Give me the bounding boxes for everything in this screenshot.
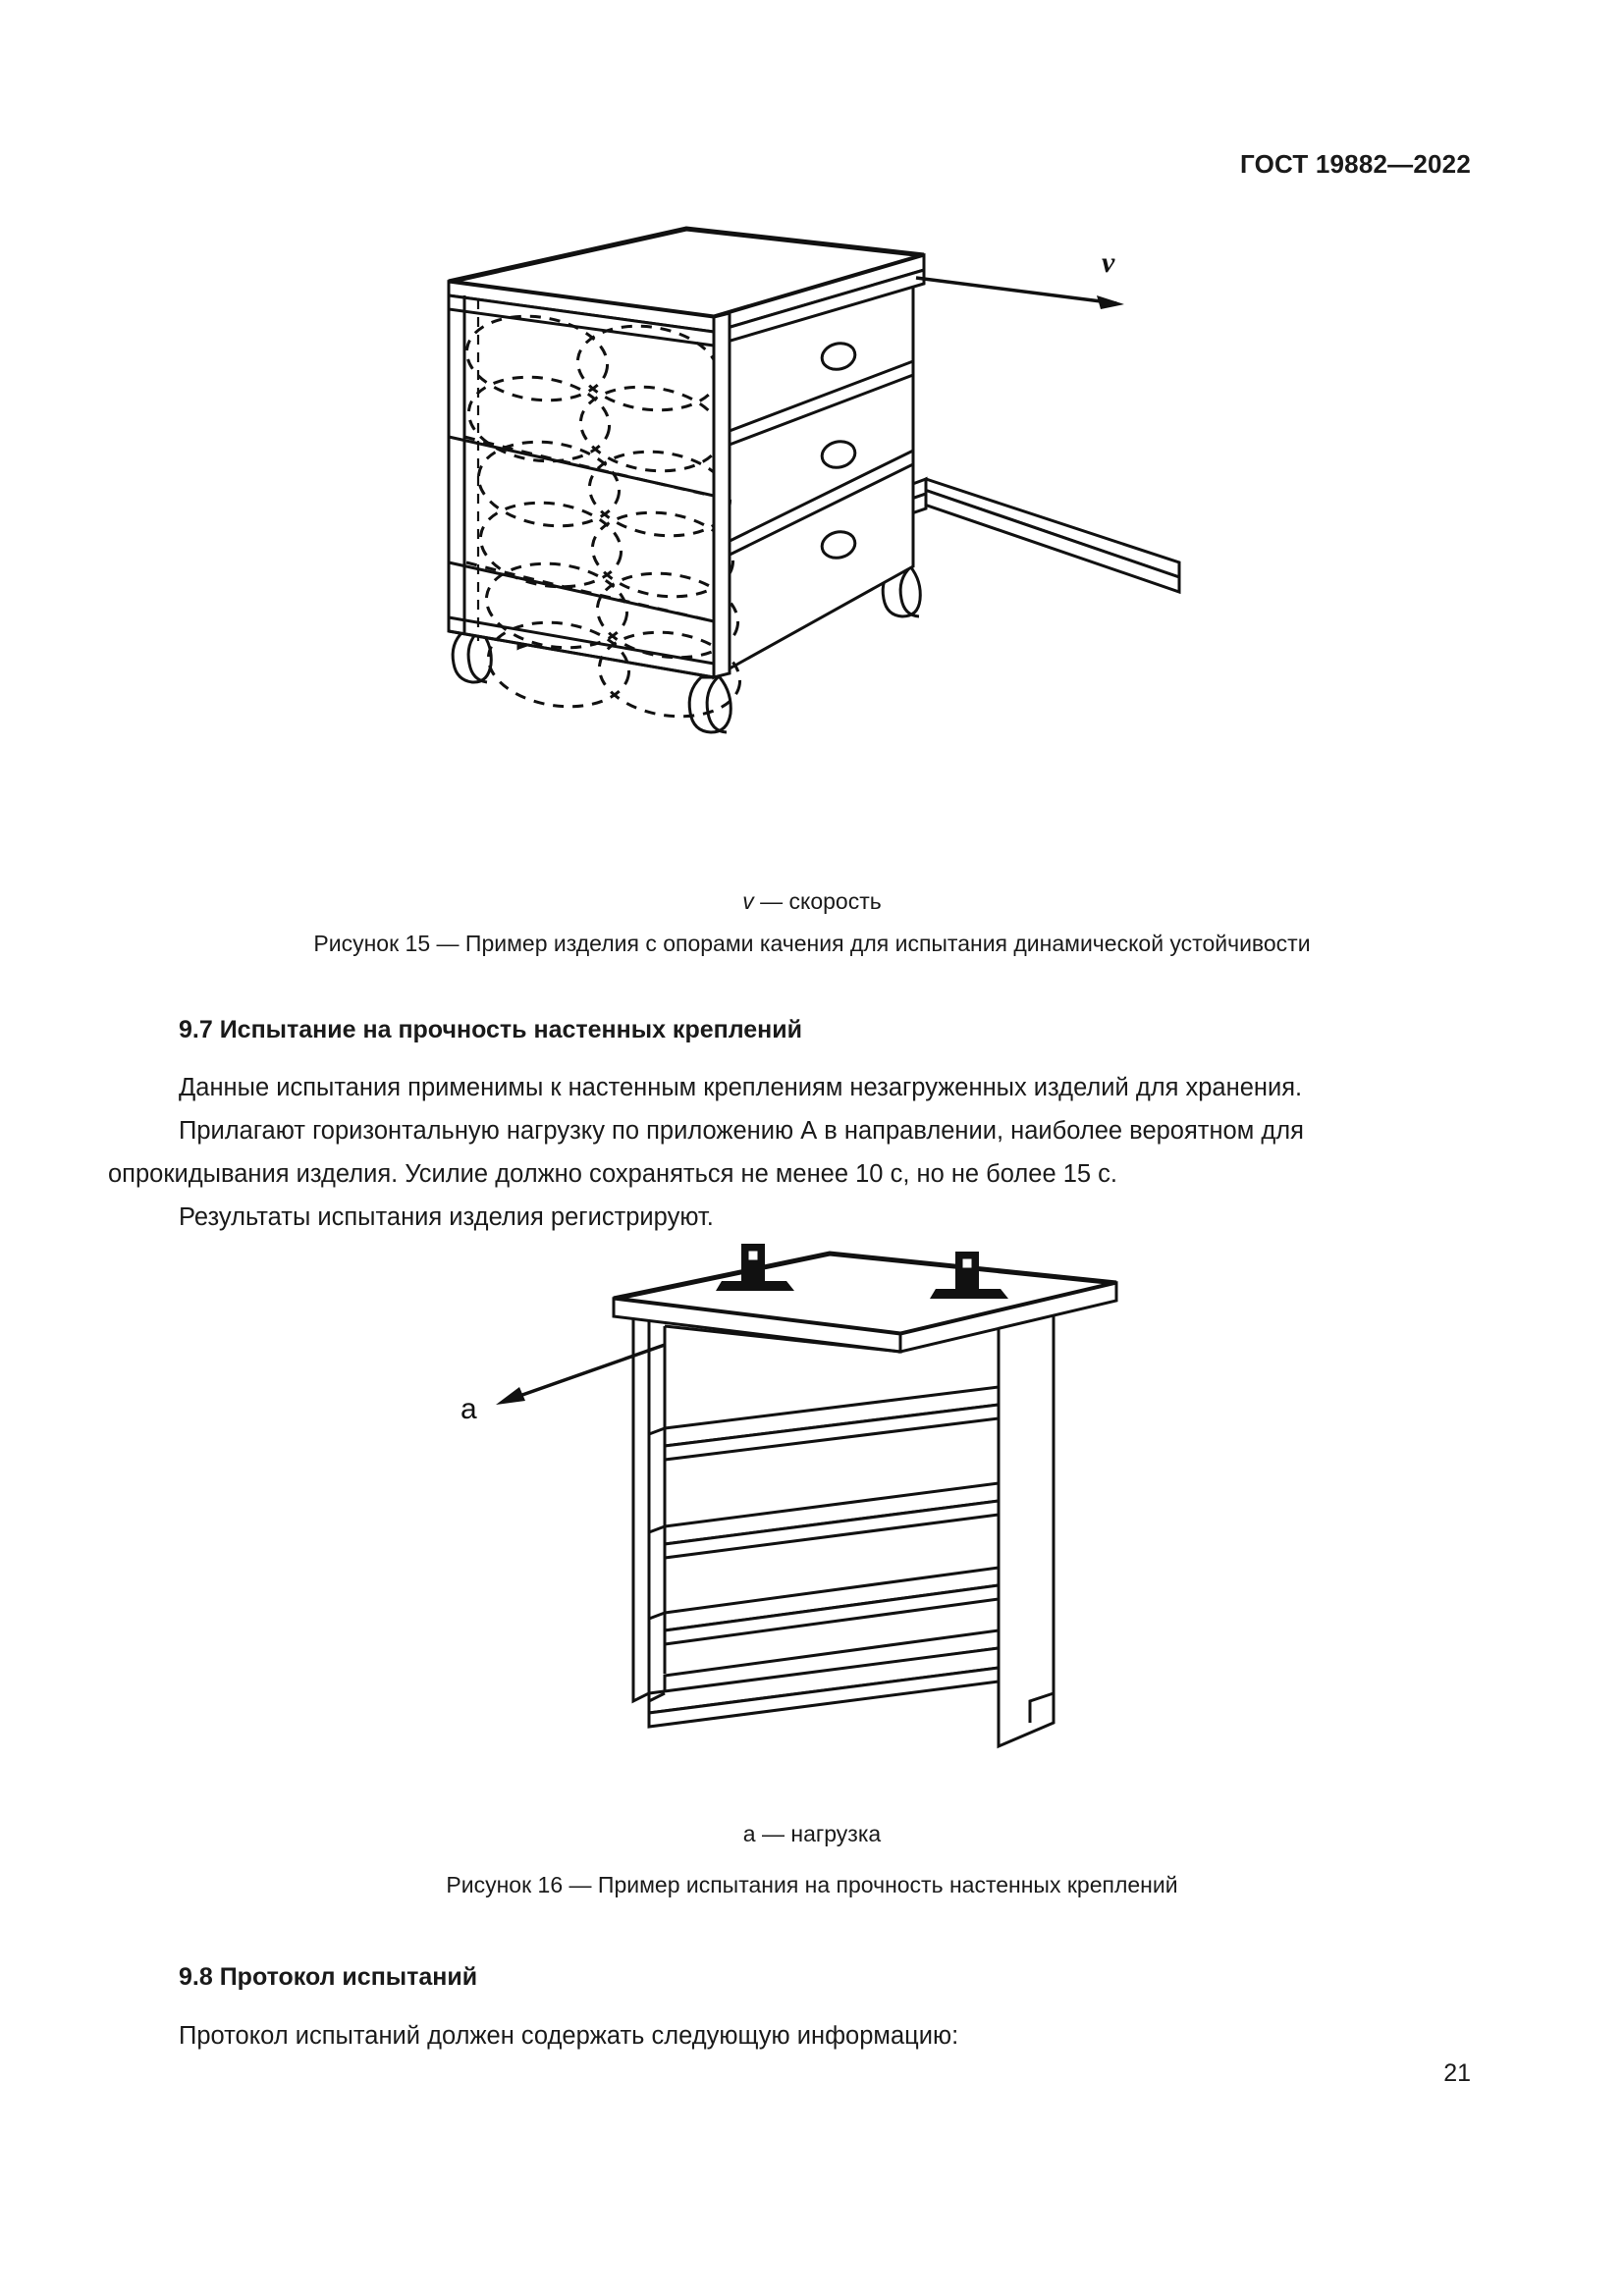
figure-16: a a — нагрузка Рисунок 16 — Пример испыт… [0,1232,1624,1897]
figure-15-key-dash: — [760,888,784,914]
figure-15-drawing: v [0,201,1624,883]
shelf-dividers [448,435,715,679]
section-9-7-line-3: опрокидывания изделия. Усилие должно сох… [108,1160,1118,1188]
bookcase-carcass [612,1251,1118,1749]
figure-16-key-symbol: a [742,1821,756,1846]
figure-15-key: v — скорость [0,888,1624,915]
section-heading-9-7: 9.7 Испытание на прочность настенных кре… [179,1016,803,1043]
figure-16-caption: Рисунок 16 — Пример испытания на прочнос… [446,1872,1178,1897]
wall-fixings [716,1244,1008,1299]
figure-15-key-text: скорость [788,888,882,914]
section-heading-9-8: 9.8 Протокол испытаний [179,1963,478,1991]
caster-wheels [451,564,922,734]
figure-16-key-dash: — [761,1821,785,1846]
section-9-7-line-2: Прилагают горизонтальную нагрузку по при… [179,1117,1304,1145]
bookcase-shelves [647,1385,1001,1746]
section-9-7-line-4: Результаты испытания изделия регистрирую… [179,1203,714,1231]
figure-16-key: a — нагрузка [0,1821,1624,1847]
velocity-arrow [915,276,1124,309]
page-number: 21 [1443,2059,1471,2087]
load-arrow [496,1343,666,1405]
load-symbol-label: a [460,1393,477,1425]
section-9-8-line-1: Протокол испытаний должен содержать след… [179,2022,959,2050]
cabinet-left-stile [447,282,480,641]
section-9-7-line-1: Данные испытания применимы к настенным к… [179,1074,1303,1101]
figure-16-drawing: a [0,1232,1624,1826]
document-header-standard-number: ГОСТ 19882—2022 [1240,149,1471,179]
figure-15: v v — скорость Рисунок 15 — Пример издел… [0,201,1624,956]
figure-15-caption: Рисунок 15 — Пример изделия с опорами ка… [313,931,1311,956]
figure-16-key-text: нагрузка [790,1821,882,1846]
figure-15-key-symbol: v [742,888,754,914]
velocity-symbol-label: v [1102,246,1115,279]
drawer-fronts [712,311,915,679]
drawer-handles [820,342,857,560]
